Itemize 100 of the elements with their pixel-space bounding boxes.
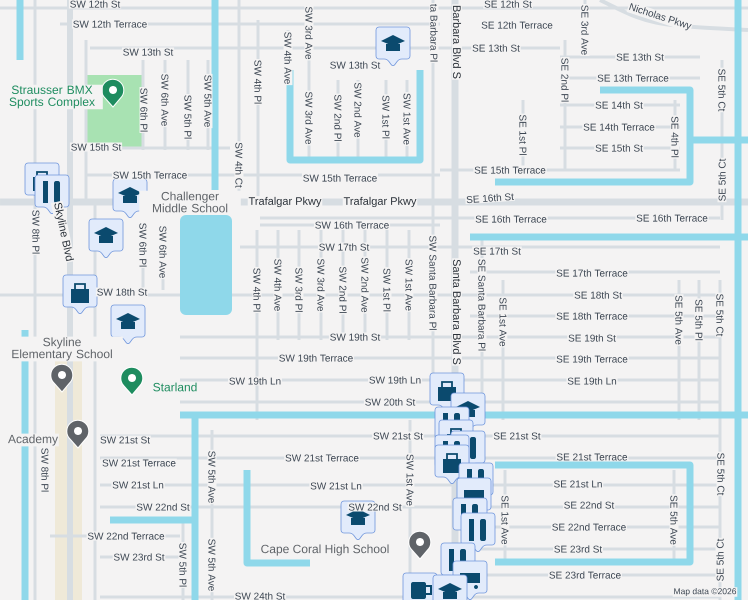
- street-label: SW 6th Ave: [158, 224, 168, 280]
- street-label: SE 5th Ave: [670, 494, 678, 546]
- street-label: SW 4th Ave: [274, 258, 282, 312]
- street-label: SW 1st Ave: [404, 258, 414, 312]
- street-label: SW 22nd St: [348, 502, 402, 512]
- street-label: SW 4th Pl: [254, 58, 262, 106]
- street-label: SW 6th Pl: [138, 222, 148, 268]
- street-label: SW 21st Ln: [309, 482, 363, 490]
- street-label: SE 5th Ct: [718, 68, 726, 112]
- street-label: SW 6th Ave: [160, 72, 170, 128]
- street-label: SW 15th Terrace: [302, 174, 378, 182]
- street-label: SE 5th Ct: [716, 452, 726, 496]
- street-label: SE 13th St: [615, 52, 665, 62]
- place-label: Challenger Middle School: [139, 190, 241, 214]
- street-label: SW 1st Ave: [406, 453, 414, 507]
- street-label: SE 1st Ave: [498, 296, 508, 348]
- street-label: SW 15th St: [70, 142, 122, 152]
- street-label: SE 2nd Pl: [560, 56, 570, 104]
- street-label: SW 2nd Ave: [360, 256, 370, 314]
- street-label: SW 19th St: [328, 332, 382, 342]
- street-label: SW 8th Pl: [40, 446, 50, 494]
- street-label: SE 5th Ct: [716, 292, 724, 338]
- street-label: SW 21st Terrace: [284, 454, 360, 462]
- street-label: SW 19th Ln: [228, 376, 282, 386]
- street-label: SE 22nd St: [562, 500, 616, 510]
- street-label: SW 24th St: [234, 592, 286, 600]
- street-label: SW 15th Terrace: [112, 170, 188, 180]
- street-label: SW 22nd St: [136, 502, 190, 512]
- street-label: SE 12th St: [483, 0, 533, 8]
- street-label: SW 4th Ct: [234, 141, 244, 189]
- street-label: SW 4th Ave: [284, 30, 292, 86]
- street-label: SW 19th Terrace: [278, 354, 354, 362]
- street-label: SE 16th St: [465, 192, 515, 204]
- street-label: SW 20th St: [364, 398, 416, 406]
- street-label: SE 23rd St: [553, 544, 603, 554]
- road-label: Barbara Blvd S: [452, 4, 462, 80]
- street-label: SW 16th Terrace: [314, 220, 390, 230]
- street-label: SE 14th St: [594, 100, 644, 110]
- street-label: SW 5th Pl: [178, 542, 188, 588]
- road-label: Skyline Blvd: [50, 200, 76, 264]
- street-label: SW 19th Ln: [368, 376, 422, 384]
- street-label: SW 2nd Ave: [354, 82, 362, 138]
- place-label: Strausser BMX Sports Complex: [1, 84, 103, 110]
- street-label: SE 13th St: [471, 44, 521, 52]
- street-label: SW 3rd Pl: [294, 266, 304, 314]
- street-label: SW 21st Ln: [111, 480, 165, 490]
- street-label: SE 19th St: [567, 334, 617, 342]
- street-label: SE 21st St: [492, 432, 542, 440]
- street-label: SW 1st Pl: [382, 267, 392, 313]
- place-label: Cape Coral High School: [260, 544, 390, 556]
- street-label: SE 5th Ct: [716, 538, 724, 582]
- street-label: SE 1st Pl: [518, 114, 528, 156]
- street-label: SW 12th St: [68, 0, 122, 8]
- street-label: SW 21st St: [99, 436, 151, 444]
- road-label: Santa Barbara Blvd S: [452, 258, 462, 366]
- street-label: SE 21st Ln: [552, 480, 604, 488]
- street-label: SE 22nd Terrace: [550, 522, 628, 532]
- street-label: SW 17th St: [318, 242, 370, 252]
- street-label: SE 18th St: [573, 290, 623, 300]
- street-label: SW 2nd Pl: [338, 266, 348, 314]
- street-label: SE 18th Terrace: [555, 312, 629, 320]
- street-label: SE 5th Pl: [694, 298, 704, 342]
- street-label: SW 3rd Ave: [316, 258, 326, 312]
- street-label: SW 21st St: [372, 432, 424, 440]
- street-label: SW 22nd Terrace: [86, 532, 166, 540]
- place-label: Skyline Elementary School: [1, 336, 123, 362]
- street-label: SW 5th Ave: [208, 538, 216, 592]
- street-label: SW 12th Terrace: [72, 20, 148, 28]
- street-label: SE 4th Pl: [670, 115, 680, 159]
- street-label: SE 13th Terrace: [596, 74, 670, 82]
- street-label: SW 5th Ave: [208, 450, 216, 504]
- street-label: SE 1st Ave: [500, 494, 510, 546]
- street-label: SE 19th Terrace: [555, 354, 629, 364]
- street-label: SE 3rd Ave: [580, 4, 590, 56]
- street-label: SE 16th Terrace: [474, 214, 548, 224]
- street-label: SE 5th Ave: [674, 294, 684, 346]
- street-label: SE 21st Terrace: [556, 452, 628, 462]
- street-label: SE 19th Ln: [566, 376, 618, 386]
- street-label: SW 13th St: [328, 60, 382, 70]
- street-label: SW 21st Terrace: [101, 458, 177, 468]
- street-label: SW 23rd St: [112, 552, 166, 562]
- street-label: SE 15th Terrace: [473, 166, 547, 174]
- street-label: SW 6th Pl: [140, 86, 148, 134]
- place-label: Academy: [7, 434, 59, 446]
- street-label: SW 2nd Pl: [334, 94, 342, 142]
- street-label: SW 3rd Ave: [304, 6, 314, 60]
- street-label: SE Santa Barbara Pl: [478, 258, 486, 352]
- street-label: SE 5th Ct: [718, 158, 726, 202]
- street-label: SW 8th Pl: [32, 208, 40, 256]
- street-label: SE 16th Terrace: [635, 214, 709, 222]
- street-label: SE 14th Terrace: [582, 122, 656, 132]
- street-label: SW 1st Ave: [402, 92, 412, 146]
- street-label: SW 5th Pl: [184, 94, 192, 140]
- street-label: ta Barbara Pl: [430, 3, 438, 63]
- road-label: Trafalgar Pkwy: [248, 196, 322, 208]
- street-label: SW 18th St: [96, 288, 148, 296]
- road-label: Trafalgar Pkwy: [342, 196, 418, 208]
- street-label: SW 3rd Ave: [304, 90, 314, 146]
- street-label: SW Santa Barbara Pl: [428, 234, 438, 332]
- street-label: SE 17th Terrace: [555, 268, 629, 278]
